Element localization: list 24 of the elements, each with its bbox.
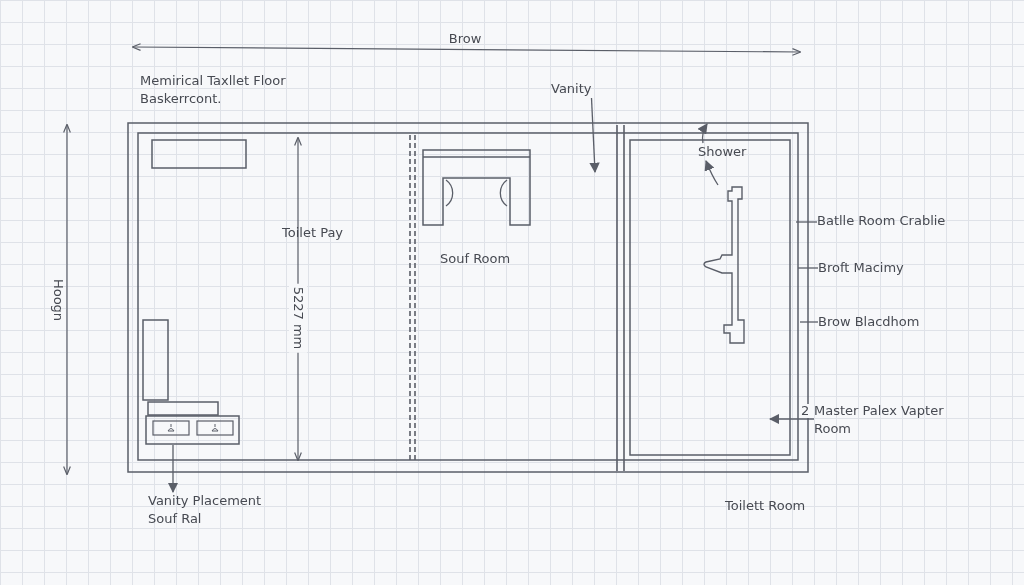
room-label: Toilett Room	[725, 497, 806, 515]
callout-number: 2	[800, 404, 811, 418]
leader-arrow	[704, 160, 719, 186]
dimension-label: Brow	[448, 30, 482, 48]
callout-label: Master Palex Vapter Room	[814, 402, 944, 438]
leader-line	[799, 321, 819, 323]
leader-arrow	[768, 413, 815, 425]
room-label: Souf Room	[440, 250, 511, 268]
callout-label: Vanity Placement Souf Ral	[148, 492, 288, 528]
vanity-cabinet-drawing	[145, 415, 240, 445]
callout-label: Shower	[698, 143, 747, 161]
dimension-label: 5227 mm	[289, 283, 307, 353]
callout-label: Broft Macimy	[818, 259, 904, 277]
callout-label: Batlle Room Crablie	[817, 212, 946, 230]
leader-arrow	[697, 123, 708, 144]
callout-label: Brow Blacdhom	[818, 313, 920, 331]
room-label: Toilet Pay	[282, 224, 344, 242]
leader-line	[795, 221, 818, 223]
title-note: Memirical Taxllet Floor Baskerrcont.	[140, 72, 287, 108]
leader-arrow	[167, 444, 179, 494]
leader-line	[797, 267, 819, 269]
callout-label: Vanity	[551, 80, 592, 98]
dimension-label: Hoogn	[50, 278, 67, 322]
leader-arrow	[589, 97, 600, 174]
